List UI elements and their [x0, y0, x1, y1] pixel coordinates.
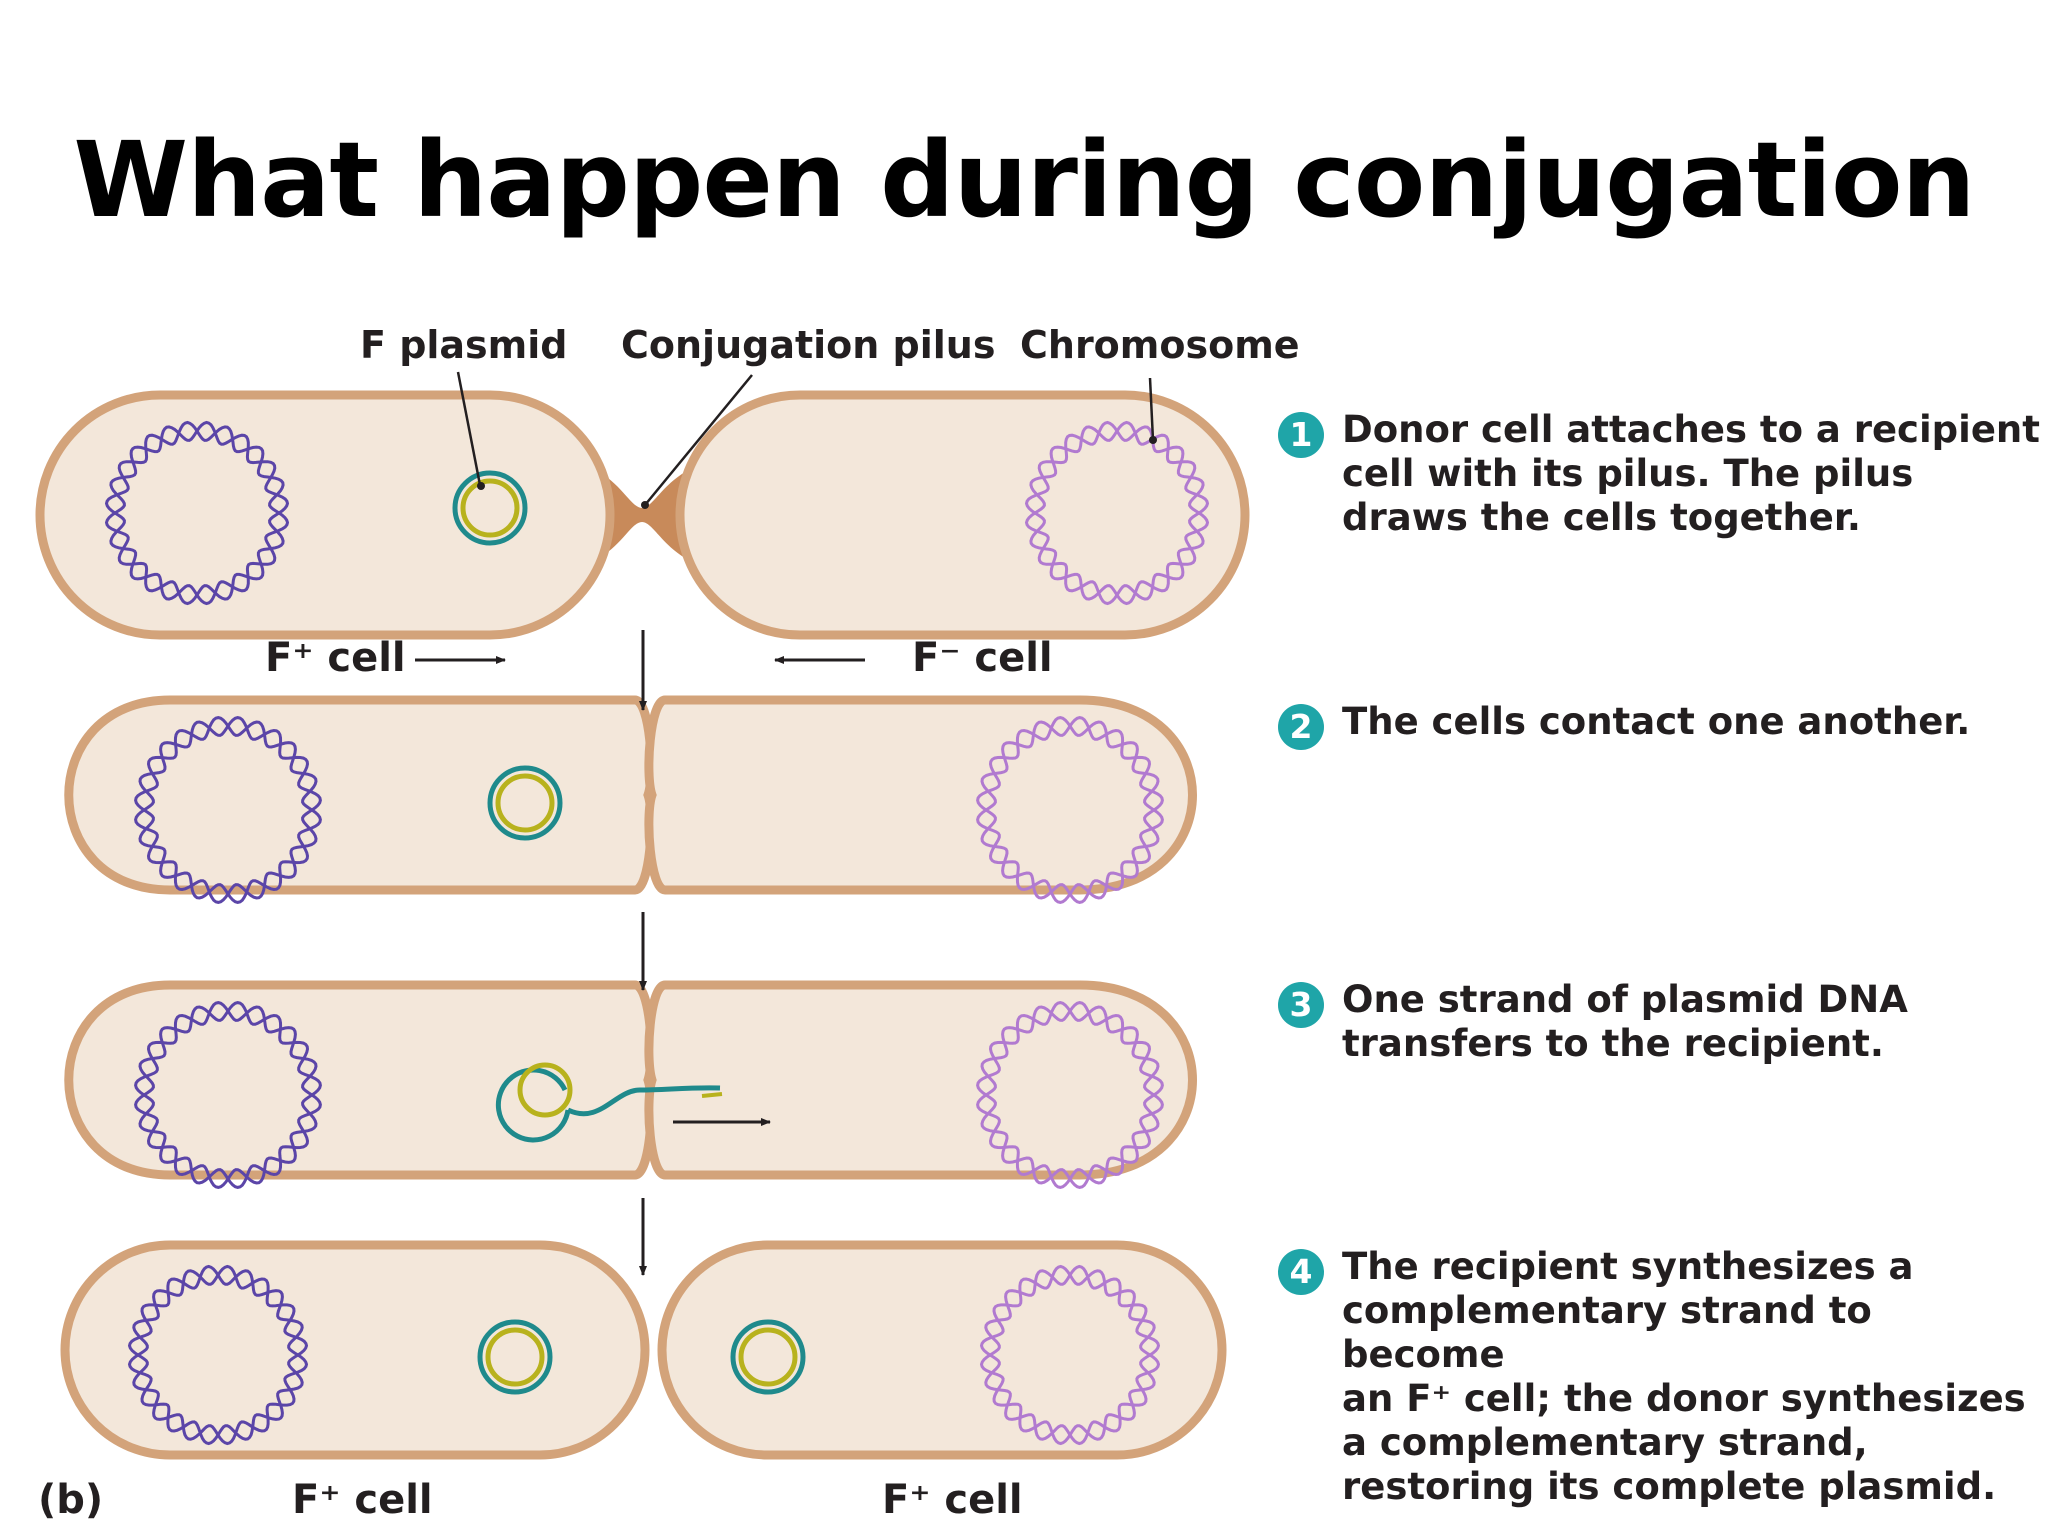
- label-chromosome: Chromosome: [1020, 323, 1300, 367]
- recipient-cell-4: [657, 1240, 1227, 1460]
- donor-chromosome-4: [127, 1264, 309, 1446]
- conjugation-pilus: [585, 465, 700, 565]
- row-3-cells: [64, 980, 1197, 1180]
- recipient-chromosome-3: [976, 1001, 1164, 1189]
- transferring-strand: [566, 1085, 721, 1117]
- plasmid-row-2: [487, 765, 563, 841]
- step-1-text: Donor cell attaches to a recipient cell …: [1342, 408, 2040, 539]
- step-2-text: The cells contact one another.: [1342, 700, 1971, 743]
- row-2-cells: [64, 695, 1197, 895]
- leader-chromosome: [1148, 377, 1155, 441]
- leader-f-plasmid: [456, 371, 482, 486]
- label-conjugation-pilus: Conjugation pilus: [621, 323, 996, 367]
- step-1-badge: 1: [1278, 412, 1324, 458]
- plasmid-row-4-recipient: [730, 1319, 806, 1395]
- recipient-chromosome-1: [1024, 420, 1210, 606]
- recipient-cell-1: [675, 390, 1250, 640]
- step-4-badge: 4: [1278, 1249, 1324, 1295]
- panel-label: (b): [38, 1477, 104, 1523]
- recipient-cell-2: [644, 695, 1197, 895]
- row-1-cells: [35, 390, 1250, 640]
- step-4-text: The recipient synthesizes a complementar…: [1342, 1245, 2026, 1508]
- donor-chromosome-3: [134, 1001, 322, 1189]
- donor-cell-4: [60, 1240, 650, 1460]
- step-3-text: One strand of plasmid DNA transfers to t…: [1342, 978, 1908, 1065]
- leader-pilus: [644, 374, 753, 506]
- donor-cell-1: [35, 390, 615, 640]
- plasmid-row-3: [495, 1062, 723, 1143]
- plasmid-row-1: [452, 470, 528, 546]
- step-2-badge: 2: [1278, 704, 1324, 750]
- label-donor-cell-row4: F⁺ cell: [292, 1477, 433, 1523]
- row-4-cells: [60, 1240, 1227, 1460]
- donor-chromosome-2: [134, 716, 322, 904]
- page-title: What happen during conjugation: [73, 119, 1975, 241]
- label-recipient-cell-row1: F⁻ cell: [912, 635, 1053, 681]
- label-f-plasmid: F plasmid: [360, 323, 568, 367]
- step-3-badge: 3: [1278, 982, 1324, 1028]
- recipient-cell-3: [644, 980, 1197, 1180]
- donor-chromosome-1: [104, 420, 290, 606]
- recipient-chromosome-4: [979, 1264, 1161, 1446]
- label-recipient-cell-row4: F⁺ cell: [882, 1477, 1023, 1523]
- recipient-chromosome-2: [976, 716, 1164, 904]
- label-donor-cell-row1: F⁺ cell: [265, 635, 406, 681]
- plasmid-row-4-donor: [477, 1319, 553, 1395]
